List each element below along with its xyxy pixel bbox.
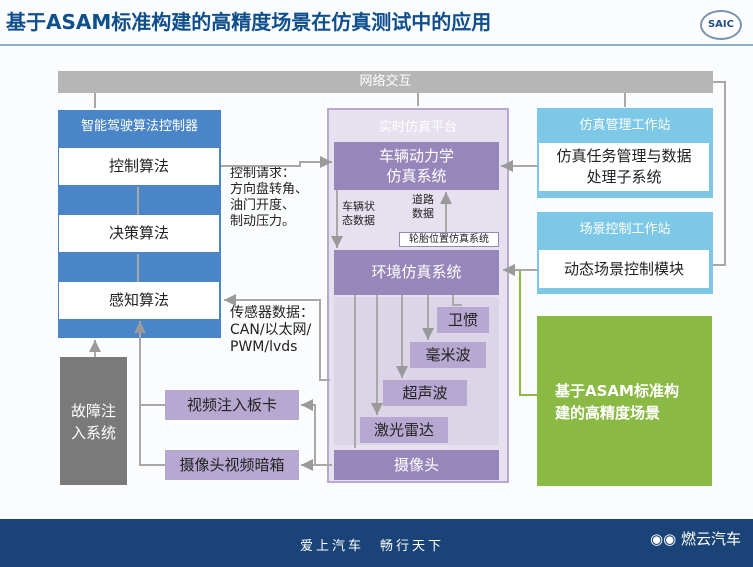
platform-title: 实时仿真平台: [378, 120, 457, 135]
fault-line: 入系统: [70, 424, 116, 442]
fault-injection-box: 故障注 入系统: [60, 357, 127, 485]
darkbox-link: [139, 405, 165, 466]
control-algorithm-box: 控制算法: [59, 148, 219, 185]
vehicle-state-label: 车辆状 态数据: [342, 200, 375, 228]
wechat-icon: ◉◉: [650, 530, 677, 548]
net-link-right: [713, 81, 726, 266]
camera-dark-box: 摄像头视频暗箱: [165, 450, 299, 480]
logo-text: SAIC: [707, 19, 734, 30]
decision-algorithm-box: 决策算法: [59, 215, 219, 252]
wechat-watermark: ◉◉ 燃云汽车: [650, 528, 741, 549]
asam-to-env-arrow: [503, 264, 537, 396]
sensor-data-line: PWM/lvds: [230, 339, 298, 355]
mmwave-radar-box: 毫米波: [410, 342, 486, 368]
control-request-arrow: [221, 156, 332, 168]
wechat-account: 燃云汽车: [680, 530, 741, 548]
lidar-box: 激光雷达: [360, 417, 448, 443]
footer-bar: [0, 519, 753, 567]
task-management-line: 处理子系统: [586, 168, 662, 186]
saic-logo: SAIC: [700, 10, 742, 40]
control-request-title: 控制请求：: [230, 166, 296, 181]
asam-scene-box: 基于ASAM标准构 建的高精度场景: [537, 316, 712, 486]
page-title: 基于ASAM标准构建的高精度场景在仿真测试中的应用: [6, 10, 492, 34]
vehicle-dynamics-line: 车辆动力学: [378, 147, 454, 165]
road-data-line: 数据: [412, 207, 434, 220]
control-request-line: 方向盘转角、: [230, 182, 309, 197]
scene-title: 场景控制工作站: [579, 222, 671, 237]
camera-box: 摄像头: [334, 450, 499, 480]
road-data-line: 道路: [412, 193, 434, 206]
task-management-box: 仿真任务管理与数据 处理子系统: [539, 143, 709, 191]
control-request-note: 控制请求： 方向盘转角、 油门开度、 制动压力。: [230, 166, 308, 230]
vehicle-dynamics-line: 仿真系统: [386, 167, 447, 185]
header-divider: [0, 44, 753, 46]
vehicle-dynamics-box: 车辆动力学 仿真系统: [334, 142, 499, 190]
tire-position-box: 轮胎位置仿真系统: [399, 232, 499, 247]
control-request-line: 制动压力。: [230, 214, 296, 229]
ultrasonic-box: 超声波: [383, 380, 467, 406]
controller-title: 智能驾驶算法控制器: [80, 119, 198, 134]
sensor-data-arrow: [224, 294, 330, 381]
env-to-imu: [452, 295, 462, 306]
control-request-line: 油门开度、: [230, 198, 296, 213]
video-injection-card: 视频注入板卡: [165, 390, 299, 420]
sensor-data-line: CAN/以太网/: [230, 322, 312, 338]
road-data-label: 道路 数据: [412, 193, 434, 221]
sensor-data-note: 传感器数据： CAN/以太网/ PWM/lvds: [230, 305, 314, 356]
vehicle-state-line: 态数据: [342, 214, 375, 227]
asam-line: 建的高精度场景: [555, 404, 661, 422]
network-bar: 网络交互: [58, 71, 713, 93]
env-sim-box: 环境仿真系统: [334, 250, 499, 295]
task-management-line: 仿真任务管理与数据: [556, 147, 692, 165]
video-to-perception: [134, 321, 165, 406]
asam-line: 基于ASAM标准构: [555, 382, 679, 400]
perception-algorithm-box: 感知算法: [59, 282, 219, 319]
footer-slogan: 爱上汽车 畅行天下: [300, 539, 445, 554]
sensor-data-title: 传感器数据：: [230, 305, 314, 321]
imu-box: 卫惯: [437, 307, 489, 333]
camera-to-video-card: [301, 399, 332, 466]
scene-control-box: 动态场景控制模块: [539, 250, 709, 288]
management-title: 仿真管理工作站: [579, 118, 671, 133]
fault-line: 故障注: [70, 402, 116, 420]
vehicle-state-line: 车辆状: [342, 200, 375, 213]
